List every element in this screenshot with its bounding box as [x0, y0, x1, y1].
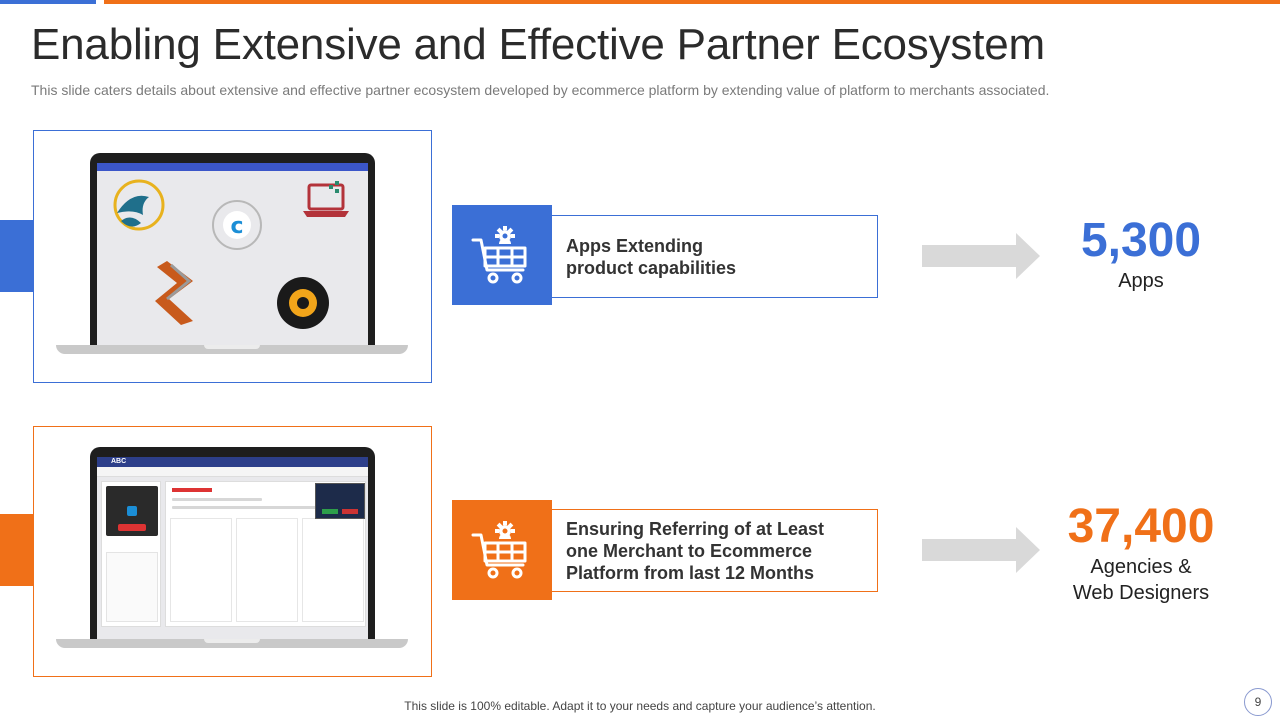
stat-caption: Agencies & Web Designers: [1072, 556, 1210, 604]
card-label: Ensuring Referring of at Least one Merch…: [566, 518, 825, 583]
side-accent-tab-blue: [0, 220, 34, 292]
laptop-screen: ABC: [97, 457, 368, 639]
cart-icon-box-referrals: [452, 500, 552, 600]
cart-icon-box-apps: [452, 205, 552, 305]
arrow-right-icon: [922, 527, 1040, 573]
call-widget: [106, 486, 158, 536]
shopping-cart-gear-icon: [471, 226, 527, 284]
stat-agencies: 37,400 Agencies & Web Designers: [1040, 500, 1242, 606]
side-accent-tab-orange: [0, 514, 34, 586]
stat-caption: Apps: [1118, 270, 1164, 292]
crm-app-image-frame: ABC: [33, 426, 432, 677]
footer-note: This slide is 100% editable. Adapt it to…: [404, 699, 876, 713]
stat-value: 37,400: [1067, 500, 1215, 553]
arrow-right-icon: [922, 233, 1040, 279]
svg-text:c: c: [230, 214, 243, 239]
page-title: Enabling Extensive and Effective Partner…: [31, 20, 1045, 69]
top-accent-bar-blue: [0, 0, 96, 4]
partner-logos-image-frame: c: [33, 130, 432, 383]
stat-value: 5,300: [1080, 214, 1202, 267]
top-accent-bar-orange: [104, 0, 1280, 4]
page-subtitle: This slide caters details about extensiv…: [31, 82, 1050, 98]
page-number: 9: [1244, 688, 1272, 716]
laptop-screen: c: [97, 163, 368, 345]
label-apps-extending: Apps Extending product capabilities: [552, 215, 878, 298]
stat-apps: 5,300 Apps: [1040, 214, 1242, 294]
label-merchant-referrals: Ensuring Referring of at Least one Merch…: [552, 509, 878, 592]
card-label: Apps Extending product capabilities: [566, 235, 737, 278]
partner-logos-icon: c: [113, 179, 349, 329]
app-logo: ABC: [111, 458, 127, 465]
shopping-cart-gear-icon: [471, 521, 527, 579]
